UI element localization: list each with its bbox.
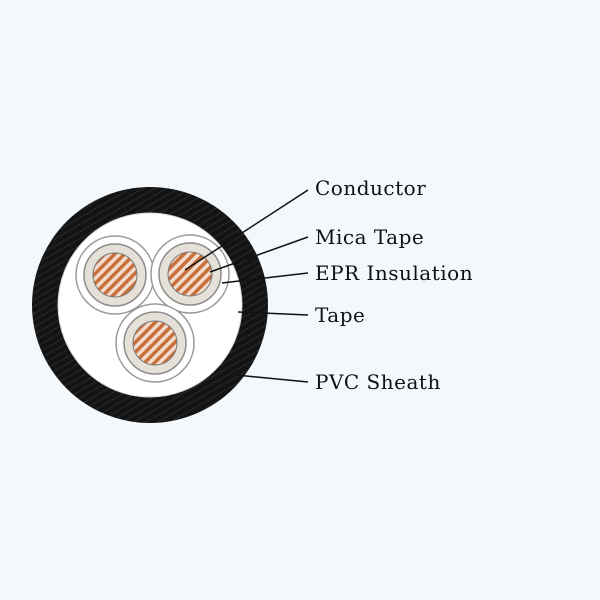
label-epr-insulation: EPR Insulation [315,261,474,285]
leader-line-pvc-sheath [235,374,309,383]
leader-line-tape [237,311,309,316]
core-1 [75,235,155,315]
leader-line-epr-insulation [221,272,309,284]
label-mica-tape: Mica Tape [315,225,425,249]
label-tape: Tape [315,303,366,327]
leader-line-mica-tape [209,236,309,273]
label-conductor: Conductor [315,176,427,200]
label-pvc-sheath: PVC Sheath [315,370,441,394]
core-2 [150,234,230,314]
core-3 [115,303,195,383]
leader-line-conductor [184,189,309,271]
